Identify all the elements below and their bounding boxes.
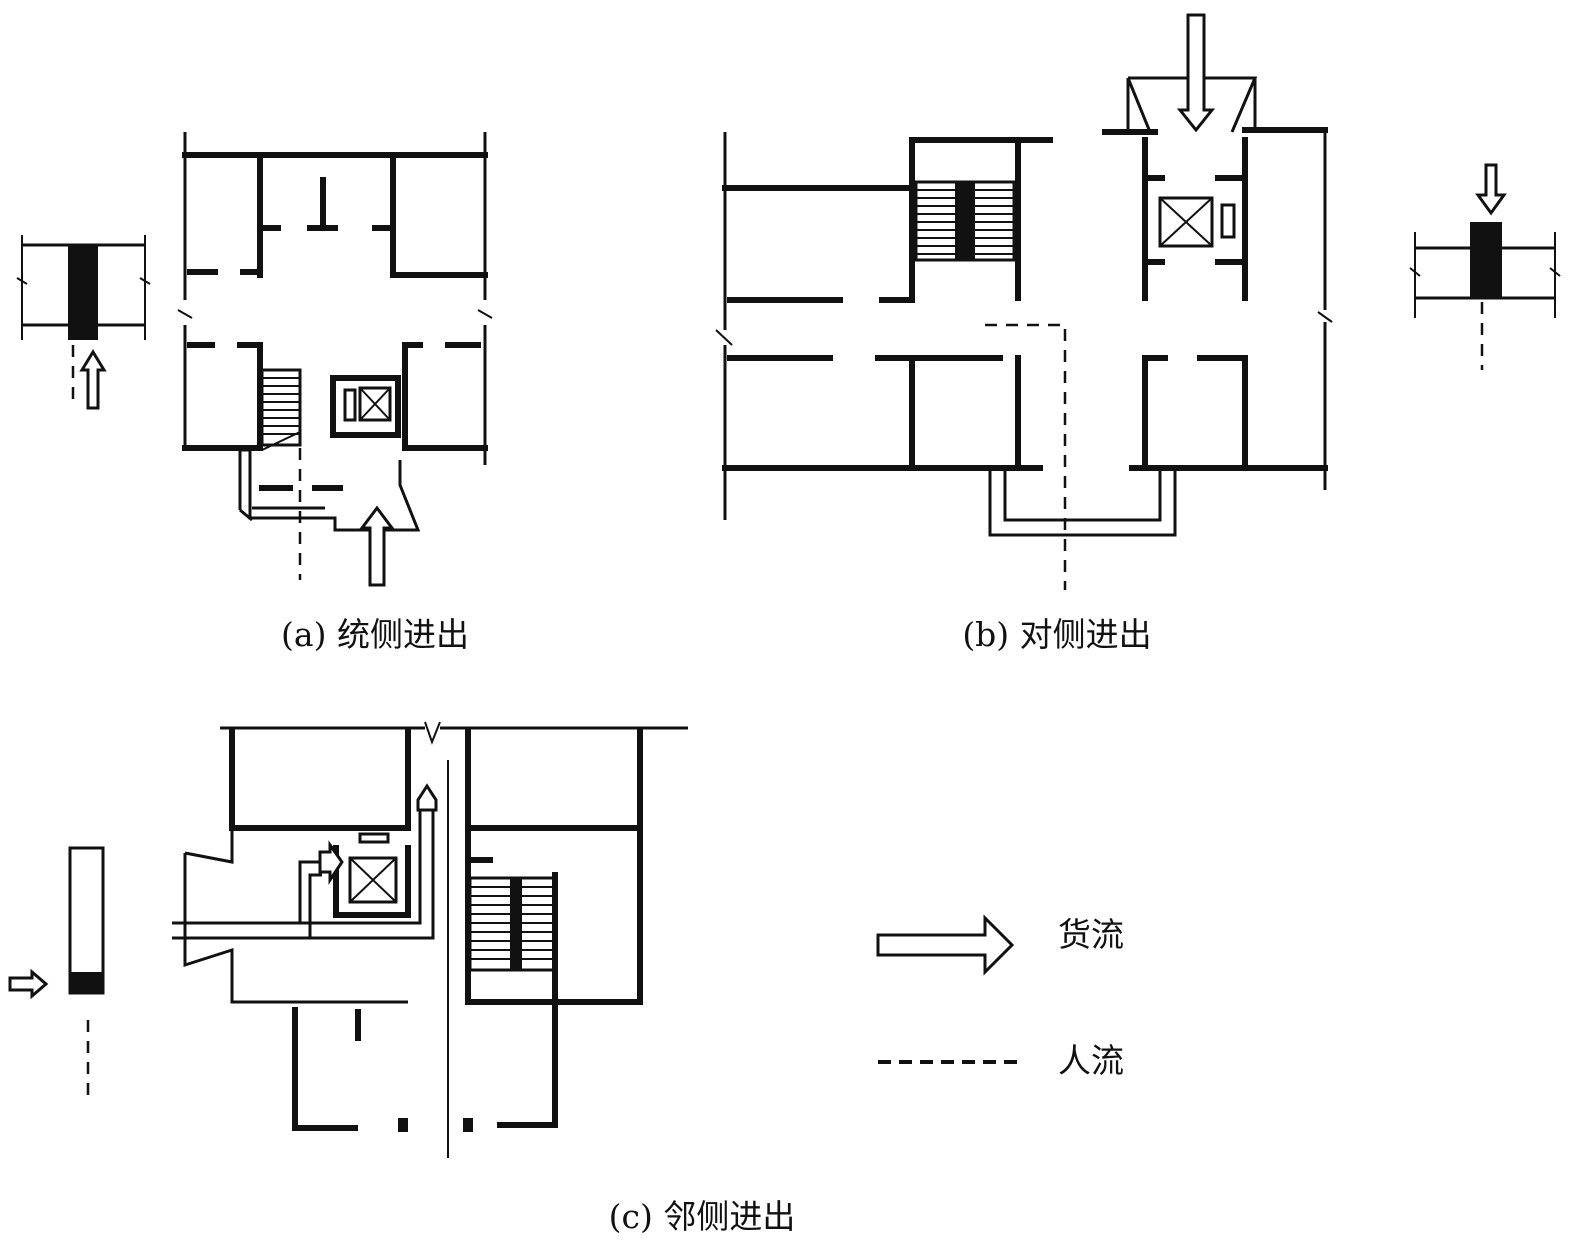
caption-a: (a) 统侧进出 [281,615,469,654]
core-block [68,245,98,340]
goods-flow-arrow [79,349,107,410]
goods-flow-arrow [8,968,49,1000]
people-flow-line [985,323,1067,590]
core-block [1470,222,1502,298]
staircase [468,876,557,972]
goods-flow-arrow [416,783,438,812]
caption-b: (b) 对侧进出 [962,615,1151,654]
floor-plan-b: (b) 对侧进出 [715,13,1333,654]
elevator-icon [1158,196,1214,248]
caption-c: (c) 邻侧进出 [609,1197,796,1236]
legend-goods-label: 货流 [1058,915,1124,954]
elevator-door [1220,203,1236,239]
goods-flow-arrow [1475,163,1507,216]
legend-people-label: 人流 [1058,1041,1124,1080]
goods-flow-arrow [359,505,395,587]
floor-plan-c: (c) 邻侧进出 [172,721,796,1236]
core-block [70,972,103,993]
elevator-door [343,388,357,422]
goods-flow-legend-icon [876,914,1015,976]
elevator-door [358,832,390,844]
schematic-c [8,846,105,1095]
staircase [914,180,1016,262]
schematic-b [1409,163,1561,370]
floor-plan-a: (a) 统侧进出 [177,132,493,654]
staircase [260,368,302,447]
elevator-icon [348,856,398,904]
elevator-icon [358,386,392,422]
goods-flow-arrow [1176,13,1216,133]
goods-flow-arrow [318,840,344,885]
legend: 货流 人流 [876,914,1124,1080]
schematic-a [16,235,151,410]
